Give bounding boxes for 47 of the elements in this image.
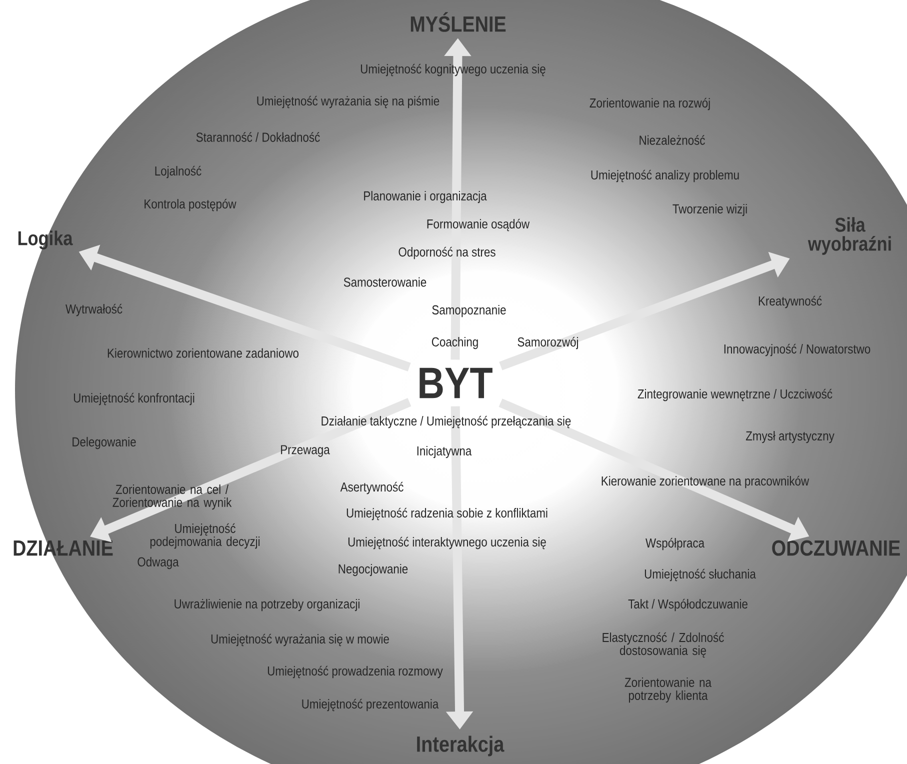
competency-label: Umiejętność podejmowania decyzji xyxy=(150,523,260,549)
competency-label: Odwaga xyxy=(138,556,179,570)
competency-label: Takt / Współodczuwanie xyxy=(628,598,748,612)
competency-label: Umiejętność słuchania xyxy=(644,568,756,582)
competency-label: Samopoznanie xyxy=(432,304,506,318)
competency-label: Samorozwój xyxy=(518,336,578,350)
competency-label: Elastyczność / Zdolność dostosowania się xyxy=(602,632,724,658)
competency-label: Asertywność xyxy=(340,482,404,494)
competency-label: Wytrwałość xyxy=(66,304,122,316)
competency-label: Delegowanie xyxy=(72,436,136,450)
competency-label: Zmysł artystyczny xyxy=(746,430,834,444)
center-label: BYT xyxy=(420,368,492,398)
competency-label: Samosterowanie xyxy=(344,277,426,287)
competency-label: Tworzenie wizji xyxy=(672,204,747,216)
competency-label: Niezależność xyxy=(640,135,705,145)
axis-label: Interakcja xyxy=(417,736,504,756)
competency-label: Innowacyjność / Nowatorstwo xyxy=(724,344,870,356)
competency-label: Uwrażliwienie na potrzeby organizacji xyxy=(174,598,360,612)
competency-label: Umiejętność prowadzenia rozmowy xyxy=(268,666,443,678)
competency-label: Umiejętność konfrontacji xyxy=(74,392,194,406)
competency-label: Umiejętność wyrażania się w mowie xyxy=(211,634,389,646)
competency-label: Lojalność xyxy=(155,166,202,178)
competency-label: Formowanie osądów xyxy=(427,218,530,232)
competency-label: Zorientowanie na potrzeby klienta xyxy=(624,677,712,703)
competency-label: Odporność na stres xyxy=(398,246,496,260)
competency-label: Kierownictwo zorientowane zadaniowo xyxy=(108,348,298,358)
competency-label: Przewaga xyxy=(281,445,330,457)
competency-label: Staranność / Dokładność xyxy=(196,132,320,142)
competency-label: Zintegrowanie wewnętrzne / Uczciwość xyxy=(638,388,832,402)
competency-label: Umiejętność wyrażania się na piśmie xyxy=(257,96,440,108)
axis-label: Siła wyobraźni xyxy=(808,217,891,255)
competency-label: Współpraca xyxy=(646,538,705,550)
competency-label: Planowanie i organizacja xyxy=(364,190,487,204)
competency-label: Umiejętność analizy problemu xyxy=(591,170,739,182)
competency-label: Coaching xyxy=(432,336,478,350)
competency-label: Inicjatywna xyxy=(417,446,472,458)
competency-label: Negocjowanie xyxy=(338,564,408,576)
competency-label: Umiejętność radzenia sobie z konfliktami xyxy=(346,508,548,520)
axis-label: MYŚLENIE xyxy=(410,12,506,32)
competency-label: Kontrola postępów xyxy=(144,198,236,212)
competency-label: Działanie taktyczne / Umiejętność przełączania się xyxy=(322,416,571,428)
competency-label: Kreatywność xyxy=(758,296,822,308)
competency-label: Umiejętność interaktywnego uczenia się xyxy=(348,536,546,550)
competency-label: Kierowanie zorientowane na pracowników xyxy=(602,476,810,488)
axis-label: ODCZUWANIE xyxy=(772,540,900,556)
competency-label: Zorientowanie na rozwój xyxy=(590,98,710,110)
competency-label: Umiejętność prezentowania xyxy=(302,698,439,712)
